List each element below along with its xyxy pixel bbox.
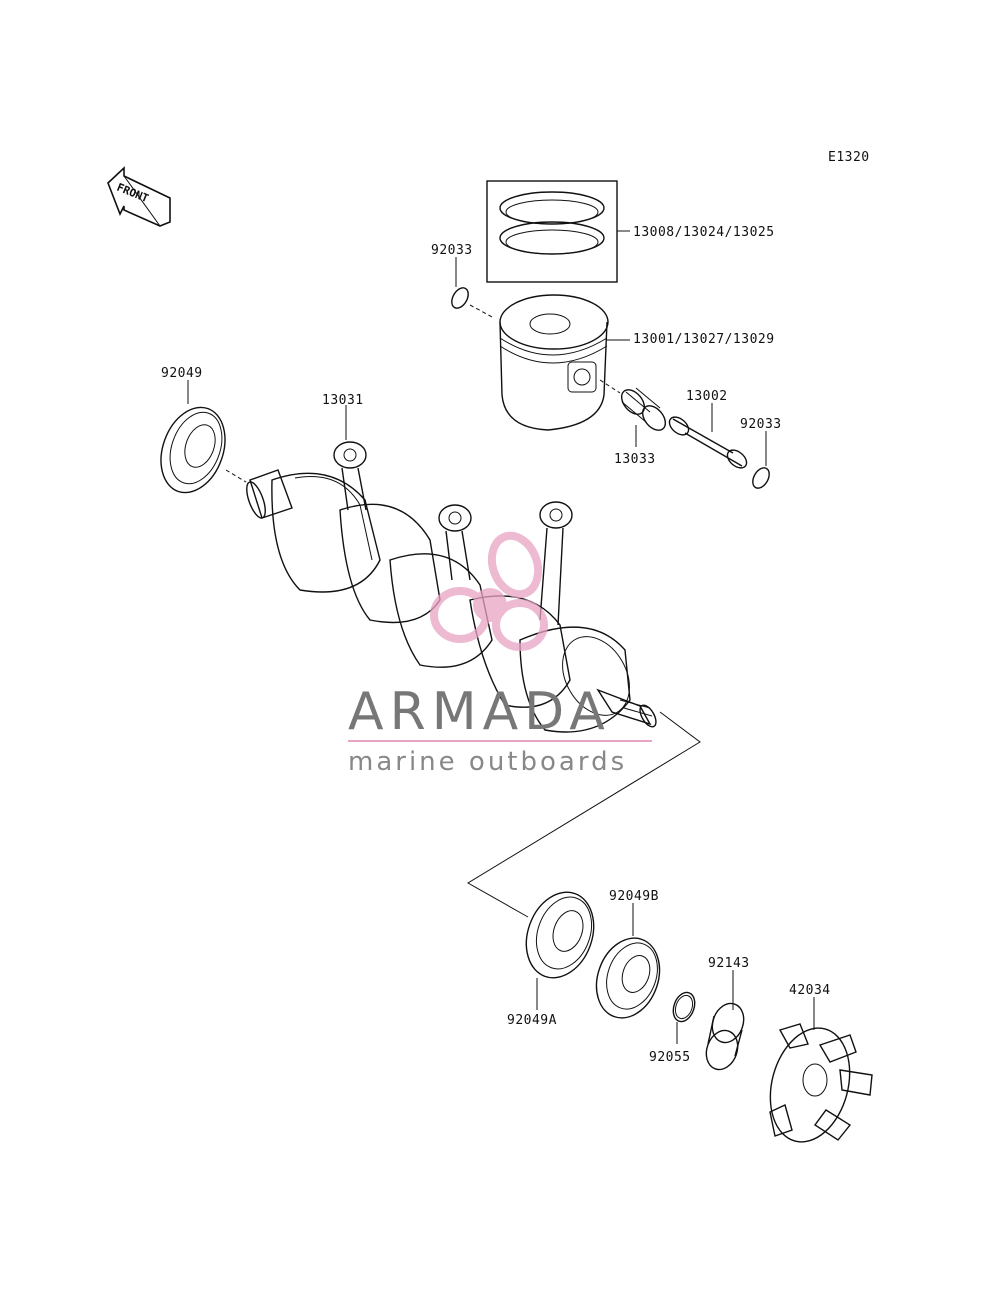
watermark-brand: ARMADA bbox=[348, 682, 611, 742]
oil-seal-b bbox=[595, 903, 661, 1019]
watermark-tagline: marine outboards bbox=[348, 747, 627, 777]
front-arrow-icon: FRONT bbox=[107, 166, 171, 227]
circlip-left bbox=[451, 257, 495, 319]
circlip-right bbox=[752, 431, 770, 489]
oil-seal-a bbox=[525, 891, 595, 1010]
label-piston-pin: 13002 bbox=[686, 389, 728, 404]
o-ring bbox=[672, 991, 696, 1044]
label-o-ring: 92055 bbox=[649, 1050, 691, 1065]
label-oil-seal-a: 92049A bbox=[507, 1013, 557, 1028]
label-coupling: 42034 bbox=[789, 983, 831, 998]
collar bbox=[705, 970, 745, 1071]
piston bbox=[499, 294, 630, 431]
diagram-code: E1320 bbox=[828, 150, 870, 165]
label-circlip-right: 92033 bbox=[740, 417, 782, 432]
label-connecting-rod: 13031 bbox=[322, 393, 364, 408]
assembly-leader-line bbox=[467, 711, 701, 918]
needle-bearing bbox=[599, 379, 667, 447]
label-piston-rings: 13008/13024/13025 bbox=[633, 225, 775, 240]
label-collar: 92143 bbox=[708, 956, 750, 971]
piston-pin bbox=[668, 403, 748, 469]
coupling bbox=[769, 997, 873, 1143]
label-oil-seal-b: 92049B bbox=[609, 889, 659, 904]
label-needle-bearing: 13033 bbox=[614, 452, 656, 467]
label-circlip-left: 92033 bbox=[431, 243, 473, 258]
label-oil-seal-left: 92049 bbox=[161, 366, 203, 381]
armada-logo-icon bbox=[430, 531, 548, 651]
piston-rings bbox=[486, 180, 630, 283]
crankshaft bbox=[246, 405, 657, 733]
oil-seal-left bbox=[160, 380, 247, 494]
label-piston: 13001/13027/13029 bbox=[633, 332, 775, 347]
